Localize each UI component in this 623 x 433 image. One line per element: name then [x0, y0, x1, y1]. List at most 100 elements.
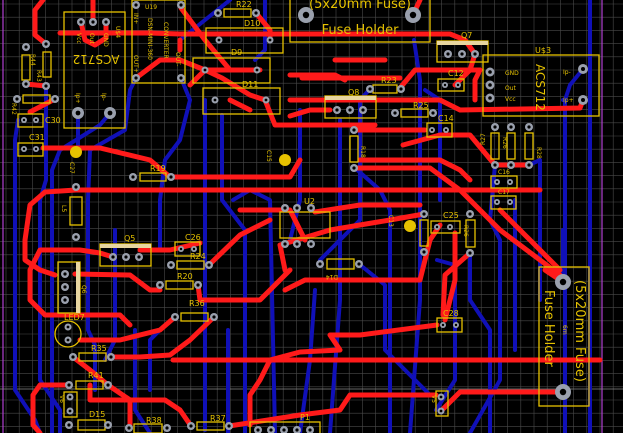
pad-hole: [527, 125, 531, 129]
pad-hole: [44, 84, 48, 88]
pad-hole: [581, 67, 585, 71]
label-l5: L5: [60, 205, 67, 212]
pad-hole: [192, 247, 196, 251]
label-u19-type: CONVERTER: [162, 22, 169, 59]
pad-hole: [282, 428, 286, 432]
label-u3-out: Out: [505, 85, 517, 92]
pad-hole: [443, 83, 447, 87]
pad-hole: [509, 125, 513, 129]
pad-hole: [67, 423, 71, 427]
pad-hole: [63, 285, 67, 289]
pad-hole: [508, 200, 512, 204]
label-u4-part: ACS712: [73, 52, 120, 66]
pad-hole: [71, 355, 75, 359]
label-u3-ipminus: Ip-: [563, 69, 571, 76]
pad-hole: [124, 255, 128, 259]
label-u19-outplus: OUT+: [132, 55, 139, 73]
pad-hole: [283, 206, 287, 210]
pad-hole: [468, 212, 472, 216]
top-traces[interactable]: [22, 0, 603, 433]
pad-hole: [216, 11, 220, 15]
pad-hole: [295, 428, 299, 432]
label-r35: R35: [91, 344, 107, 353]
label-r37: R37: [210, 414, 226, 423]
pad-hole: [74, 235, 78, 239]
label-d14: D14: [326, 273, 338, 280]
pad-hole: [422, 212, 426, 216]
label-u3-vcc: Vcc: [505, 96, 516, 103]
pad-hole: [179, 76, 183, 80]
pad-hole: [435, 225, 439, 229]
fuse-top-title: (5x20mm Fuse): [309, 0, 411, 12]
pad-hole: [318, 262, 322, 266]
pad-hole: [509, 163, 513, 167]
pad-hole: [104, 20, 108, 24]
label-c12: C12: [448, 69, 464, 78]
fuse-right-value: 6m: [561, 325, 568, 335]
pad-hole: [44, 42, 48, 46]
label-r42: R42: [10, 103, 17, 115]
pad-hole: [268, 38, 272, 42]
label-u4: U$4: [114, 26, 121, 38]
label-u19-part: DSN-MINI-360: [146, 18, 153, 60]
pad-hole: [448, 225, 452, 229]
label-u19: U19: [145, 4, 157, 11]
label-u3: U$3: [535, 46, 551, 55]
pad-hole: [131, 175, 135, 179]
pad-hole: [335, 108, 339, 112]
label-c26: C26: [185, 233, 201, 242]
pad-hole: [203, 68, 207, 72]
pad-hole: [295, 206, 299, 210]
pad-hole: [158, 283, 162, 287]
label-c27: C27: [68, 162, 75, 174]
pad-hole: [283, 242, 287, 246]
label-q7: Q7: [461, 31, 472, 40]
pad-hole: [456, 83, 460, 87]
pad-hole: [24, 45, 28, 49]
label-d15: D15: [89, 410, 105, 419]
label-p1: P1: [300, 413, 310, 422]
label-r24: R24: [190, 252, 206, 261]
silkscreen-labels: U$4 ACS712 Vcc Out GND Ip+ Ip- U19 DSN-M…: [10, 0, 587, 425]
pad-hole: [106, 383, 110, 387]
pad-hole: [357, 262, 361, 266]
pad-hole: [165, 426, 169, 430]
pad-hole: [488, 70, 492, 74]
label-q8: Q8: [348, 88, 359, 97]
label-q5: Q5: [124, 234, 135, 243]
pad-hole: [169, 263, 173, 267]
pad-hole: [495, 200, 499, 204]
pad-hole: [217, 38, 221, 42]
pad-hole: [559, 388, 567, 396]
pad-hole: [302, 11, 310, 19]
pad-hole: [308, 428, 312, 432]
pad-hole: [361, 108, 365, 112]
pad-hole: [488, 83, 492, 87]
pad-hole: [196, 283, 200, 287]
label-u2: U2: [304, 197, 315, 206]
pad-hole: [368, 87, 372, 91]
label-c25: C25: [443, 211, 459, 220]
pad-hole: [212, 315, 216, 319]
pad-hole: [134, 3, 138, 7]
pad-hole: [255, 68, 259, 72]
pad-hole: [22, 147, 26, 151]
pad-hole: [559, 278, 567, 286]
label-c30: C30: [45, 116, 61, 125]
label-r36: R36: [189, 299, 205, 308]
pad-hole: [24, 82, 28, 86]
pad-hole: [189, 424, 193, 428]
pad-hole: [256, 428, 260, 432]
pads[interactable]: [13, 1, 588, 433]
pad-hole: [74, 185, 78, 189]
label-r43: R43: [35, 70, 42, 82]
pad-hole: [473, 52, 477, 56]
pad-hole: [352, 128, 356, 132]
label-q6: Q6: [80, 285, 87, 294]
pad-hole: [581, 98, 585, 102]
pad-hole: [430, 128, 434, 132]
label-r19: R19: [150, 164, 166, 173]
fuse-right-subtitle: Fuse Holder: [541, 290, 556, 368]
label-r26-lower: R26: [462, 225, 469, 237]
